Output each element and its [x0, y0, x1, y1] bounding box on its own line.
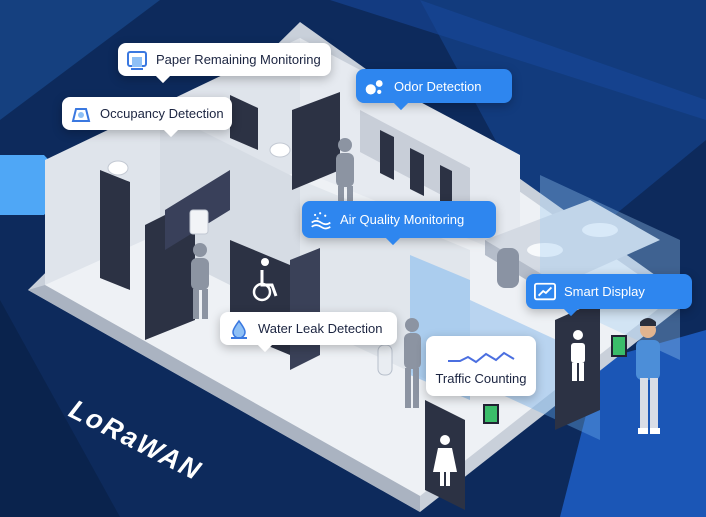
person-user [636, 318, 660, 434]
urinal-divider [380, 130, 394, 180]
chart-display-icon [534, 281, 556, 303]
occupancy-sensor-icon [70, 103, 92, 125]
background-band [420, 0, 706, 260]
men-sign-icon [571, 330, 585, 381]
building-wall-left [28, 285, 420, 512]
sink-counter [485, 200, 660, 285]
odor-detection-tag: Odor Detection [356, 69, 512, 111]
glass-panel [540, 175, 680, 360]
women-sign-icon [433, 435, 457, 486]
trash-bin [497, 248, 519, 288]
odor-bubbles-icon [364, 75, 386, 97]
wall-screen [483, 404, 499, 424]
wheelchair-sign-icon [252, 258, 278, 302]
stall-door [292, 92, 340, 190]
person-silhouette [404, 318, 421, 408]
wave-line-icon [446, 347, 516, 369]
smart-display-tag: Smart Display [526, 274, 692, 317]
background-band [0, 300, 120, 517]
traffic-counting-label: Traffic Counting [435, 370, 527, 386]
toilet [269, 142, 291, 158]
odor-detection-label: Odor Detection [394, 78, 482, 94]
air-quality-monitoring-tag: Air Quality Monitoring [302, 201, 496, 246]
sink-basin [527, 243, 563, 257]
person-silhouette [191, 243, 209, 319]
water-drop-icon [228, 318, 250, 340]
traffic-counting-tag: Traffic Counting [426, 336, 536, 396]
toilet [107, 160, 129, 176]
occupancy-detection-label: Occupancy Detection [100, 106, 224, 121]
background-band [330, 0, 706, 120]
stall-door [290, 248, 320, 370]
paper-towel-dispenser-icon [126, 49, 148, 71]
water-leak-detection-tag: Water Leak Detection [220, 312, 397, 353]
smart-display-label: Smart Display [564, 284, 645, 299]
stall-door [230, 95, 258, 150]
occupancy-detection-tag: Occupancy Detection [62, 97, 232, 138]
background-band [0, 0, 160, 120]
air-quality-monitoring-label: Air Quality Monitoring [340, 212, 465, 227]
wall-dispenser [189, 209, 209, 235]
air-waves-icon [310, 209, 332, 231]
urinal-divider [440, 165, 452, 210]
entrance-wall-men [555, 300, 600, 430]
stall-door [100, 170, 130, 290]
paper-remaining-monitoring-label: Paper Remaining Monitoring [156, 52, 321, 67]
urinal-divider [410, 148, 424, 196]
wall-screen [611, 335, 627, 357]
paper-remaining-monitoring-tag: Paper Remaining Monitoring [118, 43, 331, 84]
water-leak-detection-label: Water Leak Detection [258, 321, 383, 336]
sink-basin [582, 223, 618, 237]
wall-dispenser [377, 344, 393, 376]
